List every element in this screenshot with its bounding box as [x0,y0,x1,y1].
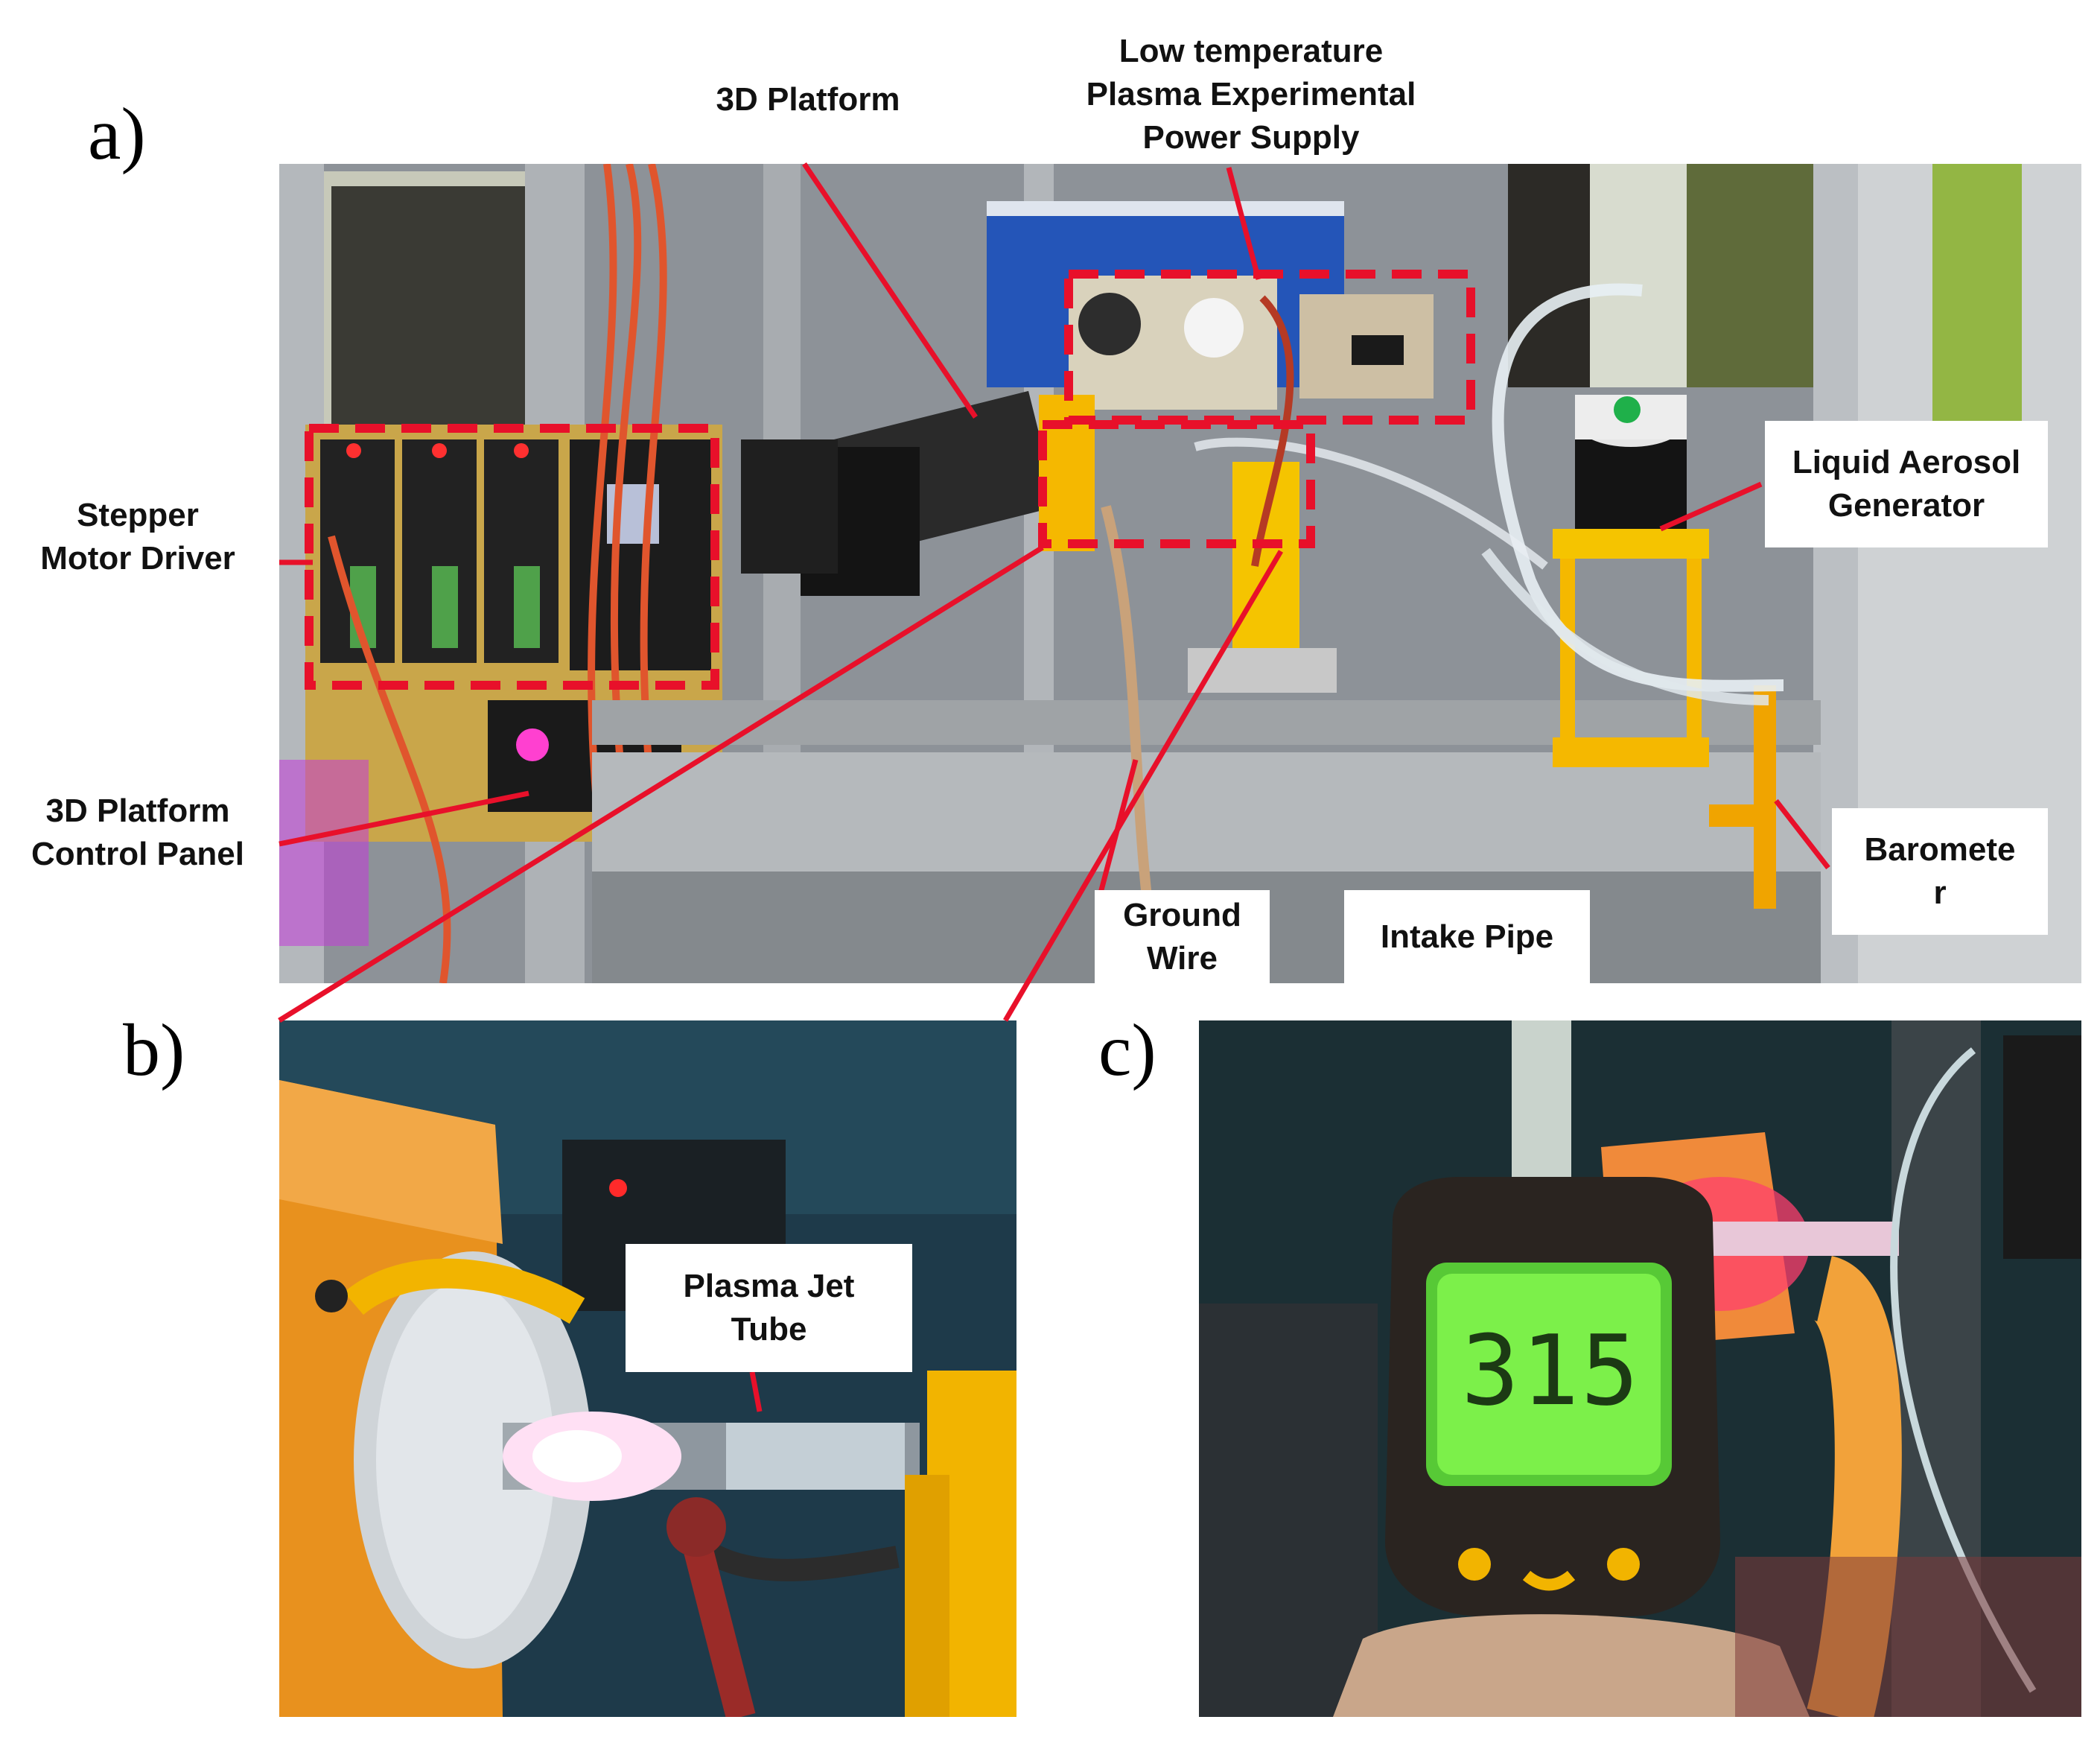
callout-plasma-jet-tube-line1: Plasma Jet [683,1268,855,1304]
photo-thermometer-reading: 315 [1199,1020,2081,1717]
callout-aerosol-generator-line1: Liquid Aerosol [1792,444,2021,480]
callout-intake-pipe: Intake Pipe [1344,890,1590,983]
callout-barometer-line1: Baromete [1864,831,2016,868]
callout-plasma-jet-tube-line2: Tube [731,1311,807,1347]
callout-stepper-driver: Stepper Motor Driver [15,494,261,580]
callout-barometer-line2: r [1933,874,1947,911]
callout-intake-pipe-text: Intake Pipe [1380,918,1554,955]
callout-aerosol-generator: Liquid Aerosol Generator [1765,421,2048,547]
callout-control-panel-line1: 3D Platform [45,793,230,829]
callout-ground-wire: Ground Wire [1095,890,1270,983]
callout-power-supply-line2: Plasma Experimental [1086,76,1416,112]
photo-setup-overview [279,164,2081,983]
callout-plasma-jet-tube: Plasma Jet Tube [626,1244,912,1372]
callout-stepper-driver-line2: Motor Driver [40,540,235,577]
thermometer-lcd-reading: 315 [1461,1314,1641,1427]
callout-ground-wire-line1: Ground [1123,896,1241,933]
callout-power-supply-line3: Power Supply [1142,119,1360,156]
callout-control-panel-line2: Control Panel [31,836,245,872]
panel-label-c: c) [1098,1009,1156,1091]
callout-stepper-driver-line1: Stepper [77,497,199,533]
callout-aerosol-generator-line2: Generator [1827,487,1985,524]
callout-control-panel: 3D Platform Control Panel [15,790,261,876]
callout-barometer: Baromete r [1832,808,2048,935]
callout-power-supply-line1: Low temperature [1119,33,1384,69]
panel-label-a: a) [88,92,146,175]
callout-power-supply: Low temperature Plasma Experimental Powe… [1057,30,1445,159]
panel-label-b: b) [123,1009,185,1091]
callout-3d-platform: 3D Platform [716,81,900,118]
callout-ground-wire-line2: Wire [1147,939,1218,977]
